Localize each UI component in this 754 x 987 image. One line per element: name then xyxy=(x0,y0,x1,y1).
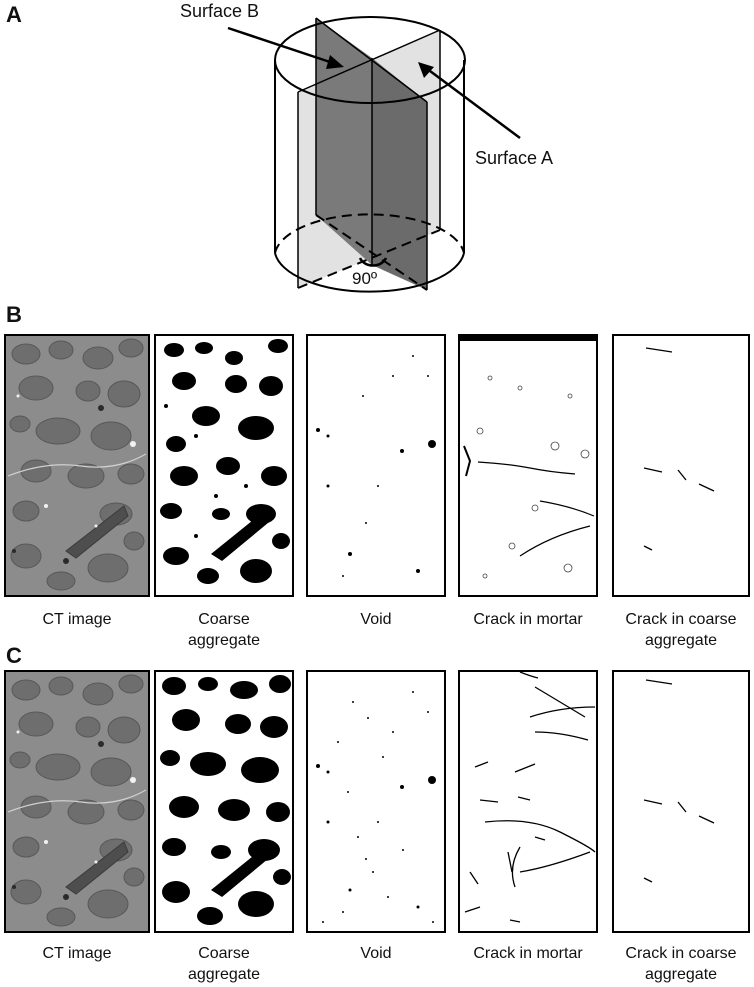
surface-b-plane xyxy=(316,18,372,265)
caption-crack-coarse-c-line2: aggregate xyxy=(644,966,718,983)
angle-label: 90º xyxy=(352,269,378,288)
cylinder-diagram xyxy=(227,16,521,293)
void-c xyxy=(306,670,446,933)
caption-coarse-c-line1: Coarse xyxy=(198,945,250,962)
cylinder-top xyxy=(274,16,466,104)
coarse-aggregate-c xyxy=(154,670,294,933)
caption-crack-mortar-b: Crack in mortar xyxy=(473,611,583,628)
caption-void-b: Void xyxy=(360,611,392,628)
caption-crack-coarse-c-line1: Crack in coarse xyxy=(625,945,737,962)
surface-b-label: Surface B xyxy=(180,1,260,21)
surface-a-arrow xyxy=(425,66,521,140)
caption-void-c: Void xyxy=(360,945,392,962)
ct-image-c xyxy=(4,670,150,933)
caption-ct-b: CT image xyxy=(42,611,112,628)
caption-coarse-c-line2: aggregate xyxy=(187,966,261,983)
surface-b-plane-front xyxy=(372,58,427,290)
surface-a-label: Surface A xyxy=(475,148,554,168)
ct-image-b xyxy=(4,334,150,597)
void-b xyxy=(306,334,446,597)
panel-letter-a: A xyxy=(6,2,22,27)
caption-ct-c: CT image xyxy=(42,945,112,962)
caption-coarse-b-line1: Coarse xyxy=(198,611,250,628)
surface-b-arrow xyxy=(227,26,337,66)
cylinder-bottom-front xyxy=(274,252,465,293)
panel-letter-c: C xyxy=(6,643,22,668)
caption-coarse-b-line2: aggregate xyxy=(187,632,261,649)
crack-coarse-b xyxy=(612,334,750,597)
caption-crack-coarse-b-line2: aggregate xyxy=(644,632,718,649)
crack-coarse-c xyxy=(612,670,750,933)
cylinder-bottom-back xyxy=(274,213,465,254)
caption-crack-coarse-b-line1: Crack in coarse xyxy=(625,611,737,628)
panel-letter-b: B xyxy=(6,302,22,327)
crack-mortar-c xyxy=(458,670,598,933)
caption-crack-mortar-c: Crack in mortar xyxy=(473,945,583,962)
coarse-aggregate-b xyxy=(154,334,294,597)
crack-mortar-b xyxy=(458,334,598,597)
